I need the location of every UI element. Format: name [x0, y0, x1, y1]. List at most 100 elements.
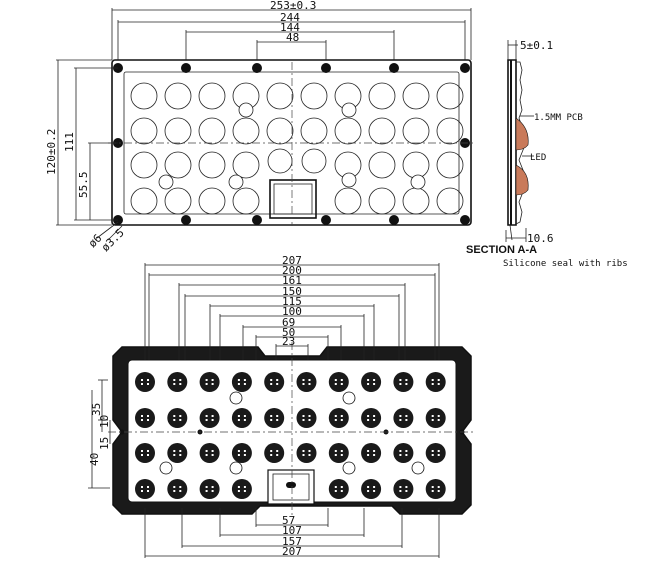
lens — [301, 148, 327, 174]
led-pad — [393, 408, 414, 428]
led-pad — [425, 479, 446, 499]
bottom-top-dim-label: 150 — [282, 285, 302, 298]
section-title: SECTION A-A — [466, 244, 537, 256]
bottom-top-dim-label: 207 — [282, 254, 302, 267]
led-pad — [264, 443, 285, 463]
led-pad — [296, 408, 317, 428]
led-pad — [328, 372, 349, 392]
lens — [164, 82, 192, 110]
led-pad — [425, 443, 446, 463]
lens — [198, 151, 226, 179]
locator-hole — [229, 391, 243, 405]
bottom-top-dim-label: 50 — [282, 326, 295, 339]
bottom-top-dim-label: 23 — [282, 335, 295, 348]
section-dim-5: 5±0.1 — [520, 39, 553, 52]
led-pad — [393, 372, 414, 392]
led-pad — [425, 372, 446, 392]
lens — [130, 151, 158, 179]
lens — [368, 117, 396, 145]
lens — [164, 151, 192, 179]
dim-label-244: 244 — [280, 11, 300, 24]
bottom-view-connector-slot — [286, 482, 296, 488]
led-pad — [135, 443, 155, 463]
locator-hole — [229, 461, 243, 475]
lens — [436, 82, 464, 110]
lens — [232, 117, 260, 145]
mount-hole — [321, 215, 331, 225]
led-pad — [231, 443, 252, 463]
lens — [198, 82, 226, 110]
section-led-dome — [515, 117, 529, 151]
top-view-connector-inner — [273, 183, 313, 215]
dim-label-253: 253±0.3 — [270, 0, 316, 12]
top-view-outline — [111, 59, 472, 226]
led-pad — [199, 372, 220, 392]
led-pad — [264, 408, 285, 428]
lens — [300, 82, 328, 110]
mount-hole — [389, 215, 399, 225]
lens — [402, 187, 430, 215]
lens — [436, 187, 464, 215]
mount-hole — [252, 215, 262, 225]
dim-label-144: 144 — [280, 21, 300, 34]
bottom-top-dim-label: 69 — [282, 316, 295, 329]
dim-label-111: 111 — [63, 132, 76, 152]
lens — [436, 151, 464, 179]
lens — [232, 187, 260, 215]
mount-hole — [252, 63, 262, 73]
led-pad — [135, 408, 155, 428]
locator-hole — [228, 174, 244, 190]
led-pad — [361, 479, 382, 499]
lens — [164, 117, 192, 145]
lens — [130, 187, 158, 215]
lens — [368, 187, 396, 215]
led-pad — [328, 443, 349, 463]
bottom-top-dim-label: 200 — [282, 264, 302, 277]
bottom-top-dim-label: 115 — [282, 295, 302, 308]
lens — [266, 117, 294, 145]
led-pad — [425, 408, 446, 428]
led-pad — [231, 408, 252, 428]
led-pad — [167, 408, 188, 428]
led-pad — [264, 372, 285, 392]
led-pad — [361, 372, 382, 392]
lens — [198, 187, 226, 215]
lens — [130, 82, 158, 110]
mount-hole — [460, 215, 470, 225]
bottom-dim-10: 10 — [98, 415, 111, 428]
lens — [164, 187, 192, 215]
dim-label-48: 48 — [286, 31, 299, 44]
locator-hole — [238, 102, 254, 118]
section-view: 5±0.1 1.5MM PCB LED 10.6 SECTION A-A Sil… — [466, 39, 628, 269]
mount-hole — [181, 63, 191, 73]
locator-hole — [158, 174, 174, 190]
lens — [402, 117, 430, 145]
bottom-dim-40: 40 — [88, 453, 101, 466]
led-pad — [199, 479, 220, 499]
bottom-view-small-holes — [119, 391, 465, 475]
led-pad — [361, 408, 382, 428]
locator-hole — [159, 461, 173, 475]
locator-hole — [410, 174, 426, 190]
led-pad — [328, 479, 349, 499]
mount-hole — [460, 63, 470, 73]
dim-label-55-5: 55.5 — [77, 172, 90, 199]
lens — [402, 82, 430, 110]
dim-label-120: 120±0.2 — [45, 129, 58, 175]
mount-hole — [389, 63, 399, 73]
section-led-dome-2 — [515, 164, 529, 196]
top-view: 253±0.3 244 144 48 120±0.2 111 55.5 ø6 ø… — [45, 0, 474, 254]
bottom-bottom-dim-label: 207 — [282, 545, 302, 558]
led-pad — [328, 408, 349, 428]
section-label-led: LED — [530, 153, 546, 163]
lens — [368, 82, 396, 110]
lens — [267, 148, 293, 174]
lens — [334, 117, 362, 145]
lens — [232, 151, 260, 179]
led-pad — [167, 443, 188, 463]
fixing-point — [119, 429, 125, 435]
